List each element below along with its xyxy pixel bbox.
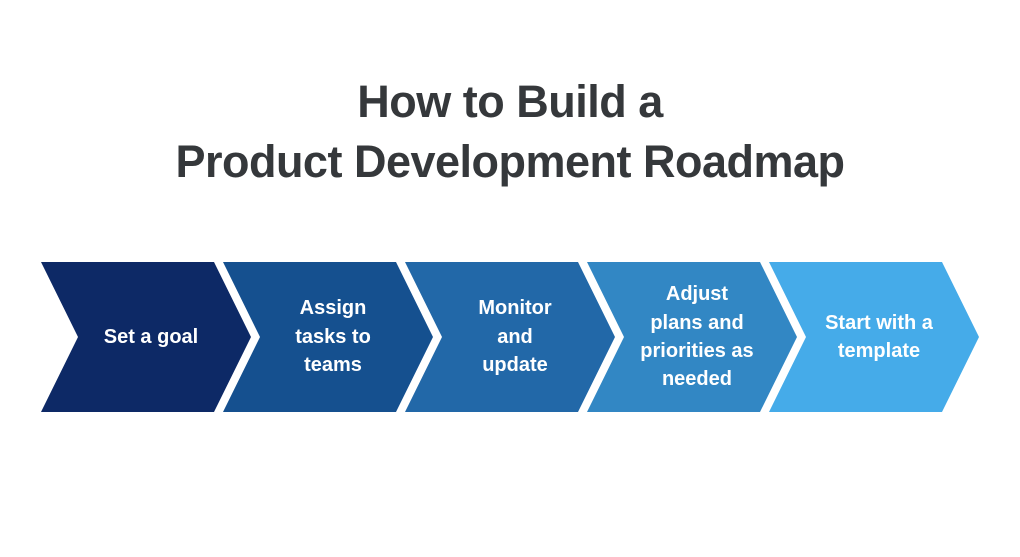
step-4-label: Adjust plans and priorities as needed [640, 283, 754, 391]
process-flow: Set a goal Assign tasks to teams Monitor… [41, 262, 979, 412]
step-5-chevron: Start with a template [769, 262, 979, 412]
step-5-label: Start with a template [825, 311, 933, 362]
step-3-label: Monitor and update [478, 297, 552, 377]
step-4-chevron: Adjust plans and priorities as needed [587, 262, 797, 412]
step-1-chevron: Set a goal [41, 262, 251, 412]
step-1-label: Set a goal [103, 325, 199, 348]
page-title: How to Build a Product Development Roadm… [175, 76, 845, 187]
step-2-chevron: Assign tasks to teams [223, 262, 433, 412]
step-3-chevron: Monitor and update [405, 262, 615, 412]
step-2-label: Assign tasks to teams [295, 297, 371, 377]
